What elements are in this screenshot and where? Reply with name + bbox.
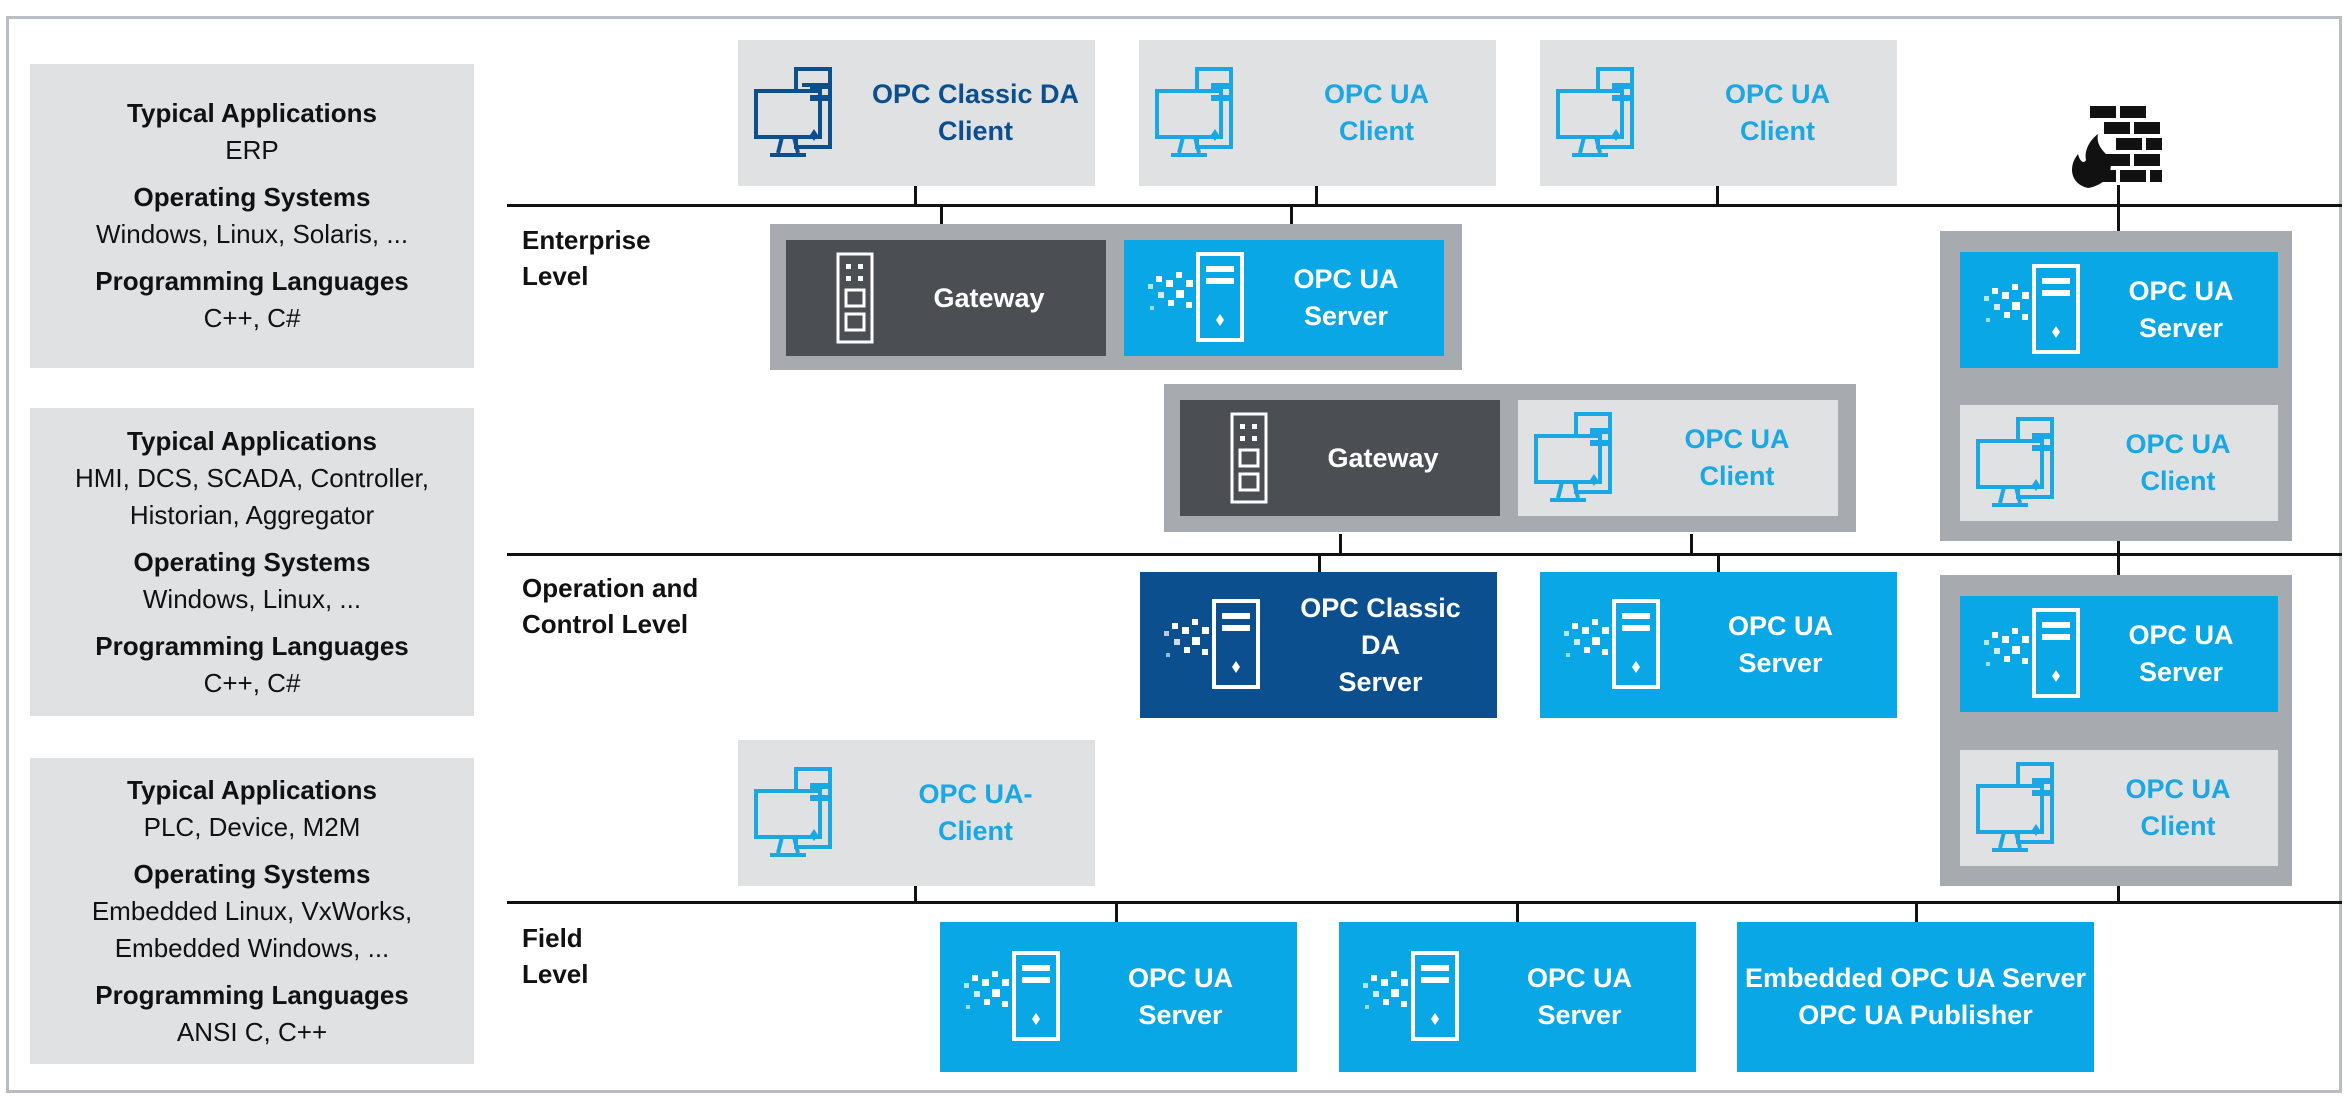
operating-systems-heading: Operating Systems — [133, 546, 371, 577]
gateway-box[interactable]: Gateway — [1180, 400, 1500, 516]
box-label: Gateway — [1327, 442, 1439, 473]
connector-line — [2117, 206, 2120, 232]
typical-applications-value: ERP — [225, 135, 279, 165]
typical-applications-heading: Typical Applications — [127, 425, 377, 456]
operating-systems-heading: Operating Systems — [133, 858, 371, 889]
typical-applications-heading: Typical Applications — [127, 774, 377, 805]
operating-systems-value: Windows, Linux, Solaris, ... — [95, 219, 409, 249]
client-computer-icon — [1534, 412, 1612, 502]
server-tower-icon — [1164, 599, 1260, 689]
client-computer-icon — [1976, 417, 2054, 507]
typical-applications-value: Historian, Aggregator — [129, 499, 375, 530]
enterprise-info-panel: Typical Applications ERP Operating Syste… — [30, 64, 474, 368]
gateway-device-icon — [1230, 412, 1268, 504]
connector-line — [1915, 903, 1918, 923]
operating-systems-value: Windows, Linux, ... — [142, 583, 362, 614]
connector-line — [1115, 903, 1118, 923]
client-computer-icon — [1155, 67, 1233, 157]
connector-line — [1717, 555, 1720, 573]
programming-languages-value: C++, C# — [203, 667, 301, 698]
enterprise-bus-line — [507, 204, 2342, 207]
typical-applications-value: HMI, DCS, SCADA, Controller, — [75, 462, 429, 493]
connector-line — [2117, 185, 2120, 205]
programming-languages-value: C++, C# — [203, 303, 301, 333]
box-label: OPC UA-Client — [918, 779, 1033, 846]
programming-languages-value: ANSI C, C++ — [176, 1016, 328, 1047]
gateway-device-icon — [836, 252, 874, 344]
connector-line — [1290, 206, 1293, 226]
operating-systems-heading: Operating Systems — [133, 182, 371, 212]
client-computer-icon — [1976, 762, 2054, 852]
box-label: Gateway — [933, 282, 1045, 313]
programming-languages-heading: Programming Languages — [95, 630, 409, 661]
client-computer-icon — [754, 67, 832, 157]
connector-line — [2117, 886, 2120, 902]
connector-line — [940, 206, 943, 226]
operation-info-panel: Typical Applications HMI, DCS, SCADA, Co… — [30, 408, 474, 716]
opc-ua-client-box[interactable]: OPC UA-Client — [738, 740, 1095, 886]
firewall-icon — [2072, 106, 2162, 188]
server-tower-icon — [1984, 264, 2080, 354]
connector-line — [914, 186, 917, 206]
gateway-box[interactable]: Gateway — [786, 240, 1106, 356]
typical-applications-value: PLC, Device, M2M — [143, 811, 361, 842]
connector-line — [1339, 534, 1342, 554]
field-bus-line — [507, 901, 2342, 904]
connector-line — [1716, 186, 1719, 206]
typical-applications-heading: Typical Applications — [127, 98, 377, 128]
operating-systems-value: Embedded Windows, ... — [114, 932, 390, 963]
server-tower-icon — [1984, 608, 2080, 698]
connector-line — [1315, 186, 1318, 206]
server-tower-icon — [964, 951, 1060, 1041]
operation-bus-line — [507, 553, 2342, 556]
programming-languages-heading: Programming Languages — [95, 979, 409, 1010]
connector-line — [1516, 903, 1519, 923]
server-tower-icon — [1363, 951, 1459, 1041]
client-computer-icon — [1556, 67, 1634, 157]
client-computer-icon — [754, 767, 832, 857]
connector-line — [1318, 555, 1321, 573]
operating-systems-value: Embedded Linux, VxWorks, — [91, 895, 413, 926]
connector-line — [1690, 534, 1693, 554]
connector-line — [2117, 541, 2120, 575]
connector-line — [914, 886, 917, 902]
server-tower-icon — [1564, 599, 1660, 689]
programming-languages-heading: Programming Languages — [95, 266, 409, 296]
server-tower-icon — [1148, 252, 1244, 342]
field-info-panel: Typical Applications PLC, Device, M2M Op… — [30, 758, 474, 1064]
